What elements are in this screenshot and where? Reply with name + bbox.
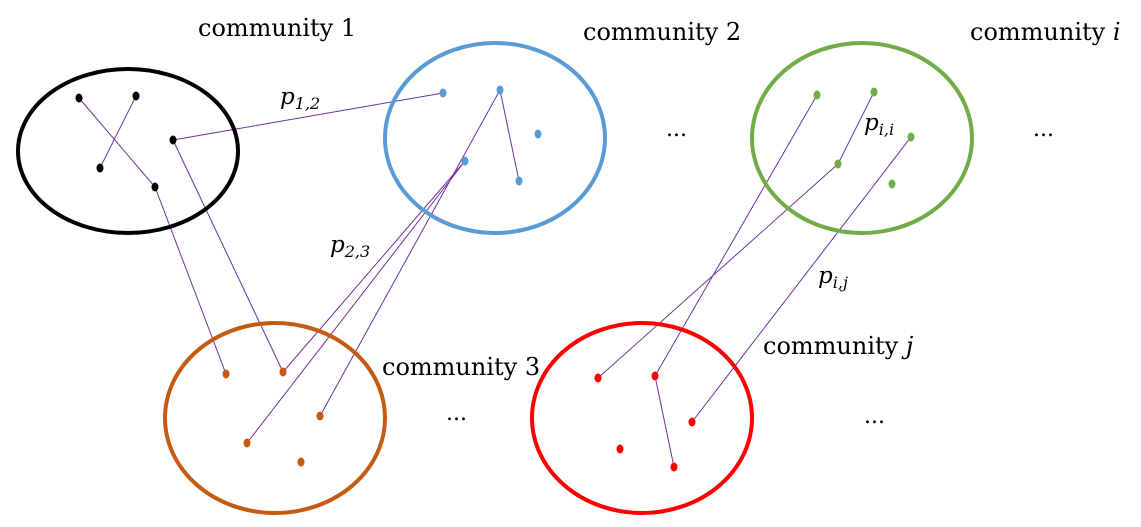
node-g4 [834, 159, 842, 169]
edge-b4-o2 [282, 160, 466, 373]
pij-label: pi,j [818, 263, 848, 292]
edge-a3-b1 [172, 92, 444, 141]
community-1-label: community 1 [198, 14, 356, 42]
ellipsis-top-right: ... [1033, 117, 1054, 142]
edge-a3-o2 [172, 139, 284, 373]
edge-b4-o4 [246, 160, 466, 444]
edge-g2-g4 [837, 91, 875, 165]
community-i-ellipse [750, 41, 974, 235]
edge-a5-o1 [154, 186, 227, 375]
node-o5 [297, 457, 305, 467]
community-3-ellipse [163, 321, 387, 515]
community-j-ellipse [530, 321, 754, 515]
node-b3 [534, 129, 542, 139]
node-g2 [870, 87, 878, 97]
pii-label: pi,i [864, 110, 894, 139]
nodes [75, 85, 915, 472]
node-o3 [316, 411, 324, 421]
community-j-label: community j [763, 332, 914, 360]
node-o1 [222, 369, 230, 379]
edge-a2-a4 [99, 95, 137, 169]
node-a5 [151, 182, 159, 192]
community-2-ellipse [383, 41, 607, 235]
ellipsis-top-middle: ... [666, 117, 687, 142]
node-r4 [616, 444, 624, 454]
node-a1 [75, 93, 83, 103]
node-o4 [243, 438, 251, 448]
node-b2 [496, 85, 504, 95]
node-a2 [132, 91, 140, 101]
node-a4 [96, 163, 104, 173]
edge-b2-b5 [499, 89, 520, 182]
community-1-ellipse [16, 67, 240, 235]
ellipsis-bottom-right: ... [864, 404, 885, 429]
p23-label: p2,3 [330, 232, 370, 261]
node-b1 [439, 88, 447, 98]
node-o2 [279, 367, 287, 377]
community-2-label: community 2 [583, 18, 741, 46]
node-a3 [169, 135, 177, 145]
node-g3 [907, 132, 915, 142]
edge-r2-r5 [654, 375, 675, 468]
node-b4 [461, 156, 469, 166]
node-r3 [688, 417, 696, 427]
node-g1 [813, 90, 821, 100]
ellipsis-bottom-left: ... [446, 401, 467, 426]
edge-a1-a5 [78, 97, 156, 188]
community-3-label: community 3 [382, 353, 540, 381]
p12-label: p1,2 [280, 84, 320, 113]
node-r5 [670, 462, 678, 472]
node-g5 [888, 179, 896, 189]
edges [78, 89, 912, 468]
edge-b2-o3 [319, 89, 501, 417]
node-b5 [515, 176, 523, 186]
node-r2 [651, 371, 659, 381]
node-r1 [594, 373, 602, 383]
edge-g3-r3 [691, 136, 912, 423]
edge-g4-r1 [597, 163, 839, 379]
community-i-label: community i [970, 18, 1121, 46]
